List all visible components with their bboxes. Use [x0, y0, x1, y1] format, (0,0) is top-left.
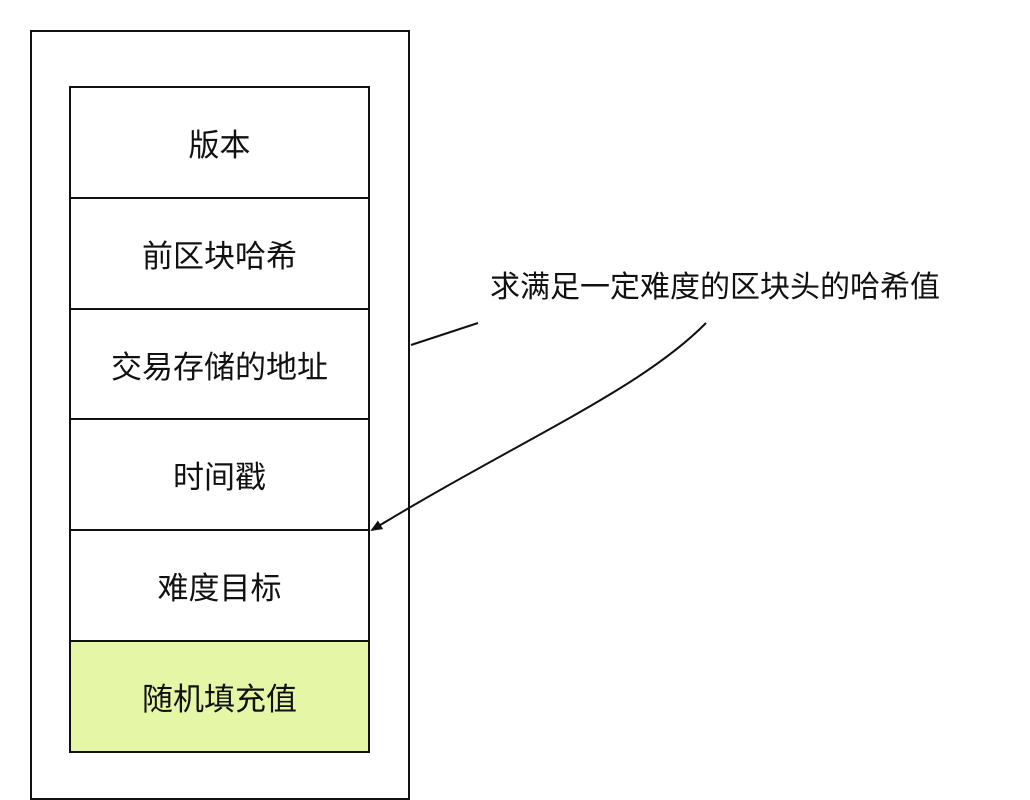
field-tx-storage-address: 交易存储的地址: [71, 310, 368, 421]
callout-arrow: [370, 322, 707, 532]
callout-leader-line: [410, 322, 479, 346]
callout-label: 求满足一定难度的区块头的哈希值: [490, 270, 940, 305]
block-header-stack: 版本 前区块哈希 交易存储的地址 时间戳 难度目标 随机填充值: [69, 86, 370, 753]
field-difficulty-target: 难度目标: [71, 531, 368, 643]
field-nonce: 随机填充值: [71, 642, 368, 751]
field-prev-block-hash: 前区块哈希: [71, 199, 368, 310]
field-timestamp: 时间戳: [71, 420, 368, 532]
connector-lines: [370, 322, 707, 532]
field-version: 版本: [71, 88, 368, 199]
